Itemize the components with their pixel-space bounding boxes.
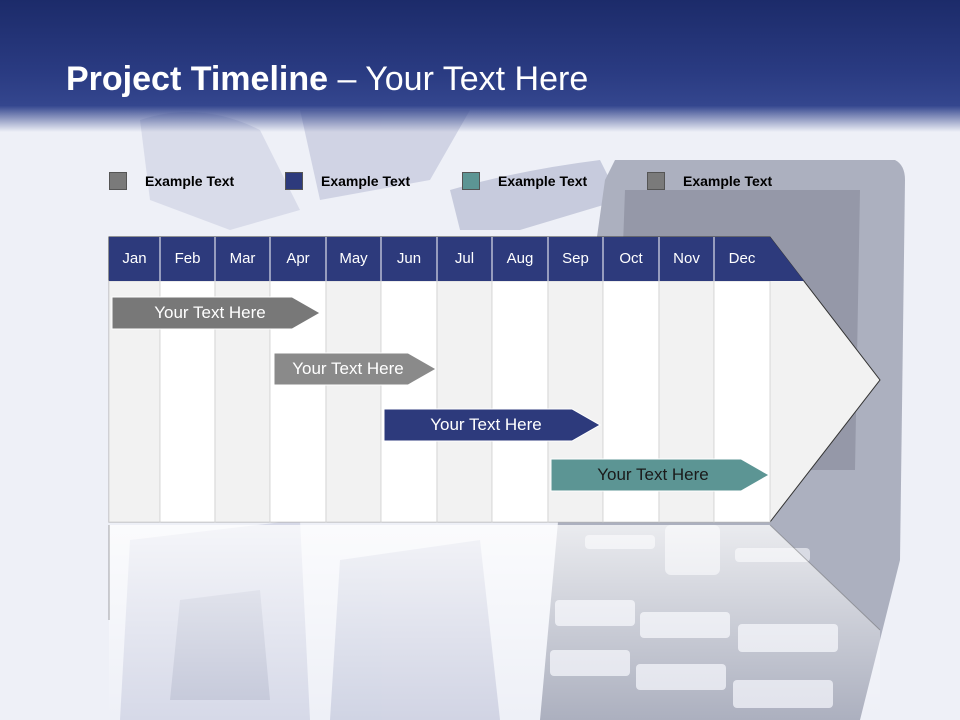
month-header-dividers — [159, 237, 715, 281]
legend-item-3: Example Text — [462, 170, 587, 192]
legend-label: Example Text — [683, 173, 773, 189]
legend-label: Example Text — [498, 173, 588, 189]
month-column — [436, 280, 493, 523]
month-label: Sep — [562, 250, 589, 267]
month-label: Apr — [286, 250, 310, 267]
month-label: Jun — [396, 250, 422, 267]
legend-swatch — [109, 172, 127, 190]
month-label: Nov — [673, 250, 700, 267]
legend-item-1: Example Text — [109, 170, 234, 192]
month-label: Oct — [619, 250, 643, 267]
task-label-1: Your Text Here — [154, 303, 266, 322]
title-bar — [0, 0, 960, 132]
month-label: May — [339, 250, 368, 267]
month-column — [491, 280, 549, 523]
legend-label: Example Text — [145, 173, 235, 189]
legend-item-4: Example Text — [647, 170, 772, 192]
month-column — [325, 280, 382, 523]
task-label-4: Your Text Here — [597, 465, 709, 484]
month-column — [380, 280, 438, 523]
task-bar-3 — [383, 408, 602, 442]
month-label: Jul — [454, 250, 475, 267]
month-label: Feb — [174, 250, 201, 267]
month-label: Aug — [506, 250, 534, 267]
task-label-3: Your Text Here — [430, 415, 542, 434]
legend-swatch — [462, 172, 480, 190]
legend-item-2: Example Text — [285, 170, 410, 192]
month-label: Jan — [122, 250, 147, 267]
timeline-reflection — [109, 525, 880, 720]
month-label: Dec — [728, 250, 756, 267]
page-title: Project Timeline – Your Text Here — [66, 60, 588, 99]
page-title-bold: Project Timeline — [66, 60, 329, 98]
month-label: Mar — [229, 250, 256, 267]
task-bar-4 — [550, 458, 771, 492]
task-label-2: Your Text Here — [292, 359, 404, 378]
legend-swatch — [647, 172, 665, 190]
legend-swatch — [285, 172, 303, 190]
page-title-rest: – Your Text Here — [328, 60, 589, 98]
legend-label: Example Text — [321, 173, 411, 189]
task-bar-1 — [111, 296, 322, 330]
month-header-band — [109, 237, 804, 281]
task-bar-2 — [273, 352, 438, 386]
